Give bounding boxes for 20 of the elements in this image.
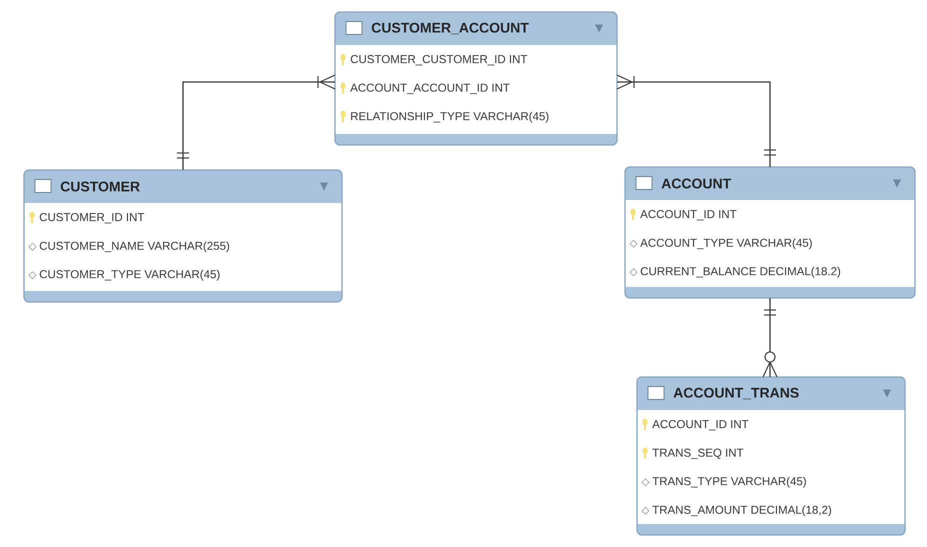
- column-name: CUSTOMER_TYPE VARCHAR(45): [40, 270, 220, 281]
- column-name: ACCOUNT_ID INT: [652, 420, 748, 430]
- column-name: TRANS_SEQ INT: [652, 448, 744, 459]
- column-name: RELATIONSHIP_TYPE VARCHAR(45): [351, 112, 548, 123]
- column-name: CURRENT_BALANCE DECIMAL(18.2): [640, 266, 840, 278]
- column-name: CUSTOMER_NAME VARCHAR(255): [40, 241, 230, 252]
- column-name: CUSTOMER_CUSTOMER_ID INT: [350, 55, 528, 66]
- table-name: ACCOUNT: [662, 178, 732, 188]
- table-name: ACCOUNT_TRANS: [674, 388, 799, 400]
- column-name: TRANS_AMOUNT DECIMAL(18,2): [652, 505, 832, 516]
- column-name: CUSTOMER_ID INT: [40, 213, 144, 224]
- column-name: TRANS_TYPE VARCHAR(45): [652, 476, 806, 488]
- relationship-line: [762, 298, 778, 378]
- relationship-line: [177, 74, 336, 170]
- column-name: ACCOUNT_TYPE VARCHAR(45): [640, 238, 812, 250]
- column-name: ACCOUNT_ACCOUNT_ID INT: [350, 84, 510, 94]
- column-name: ACCOUNT_ID INT: [640, 210, 736, 220]
- relationship-line: [616, 74, 776, 167]
- table-name: CUSTOMER_ACCOUNT: [372, 22, 529, 34]
- table-name: CUSTOMER: [60, 182, 140, 192]
